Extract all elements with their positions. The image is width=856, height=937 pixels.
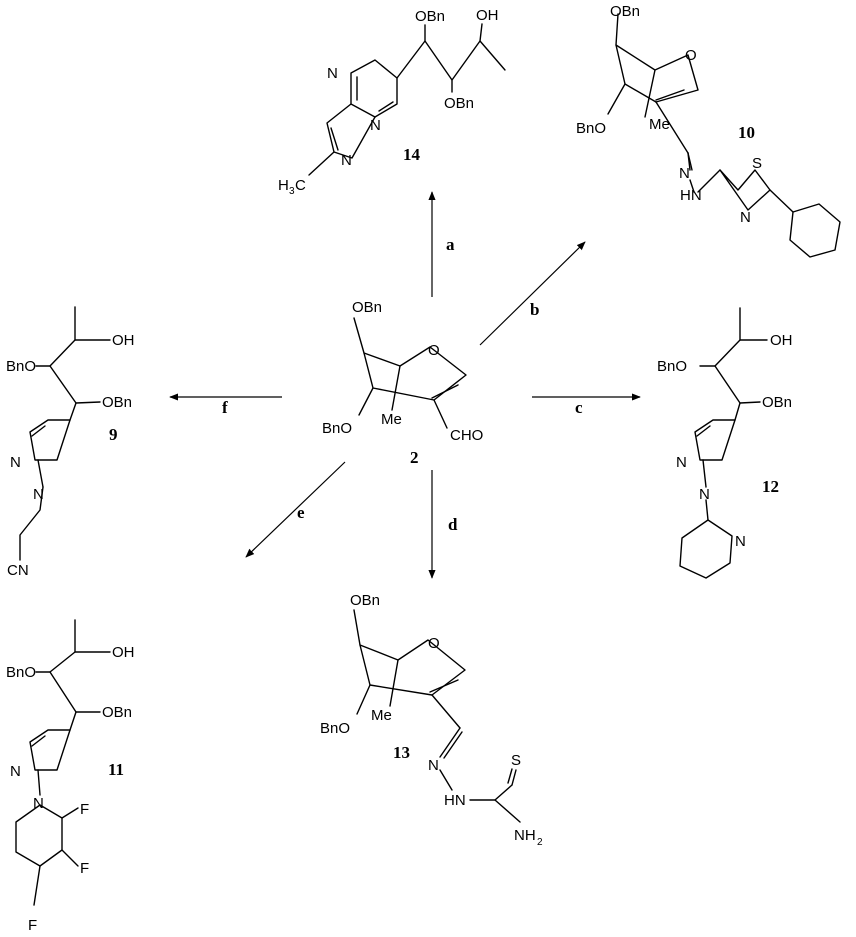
compound-13: OBn BnO O Me N HN S NH 2 13: [320, 592, 543, 848]
amine-nh-label: NH: [514, 827, 536, 844]
step-label-a: a: [446, 235, 455, 254]
compound-number: 13: [393, 743, 410, 762]
obn-label: OBn: [415, 8, 445, 25]
methyl-h-label: H: [278, 177, 289, 194]
nitrogen-label: N: [10, 454, 21, 471]
nitrogen-label: N: [740, 209, 751, 226]
compound-number: 2: [410, 448, 419, 467]
obn-label: OBn: [610, 3, 640, 20]
pyridine-n-label: N: [735, 533, 746, 550]
compound-number: 11: [108, 760, 124, 779]
hydroxyl-label: OH: [112, 332, 135, 349]
arrow-e: [245, 461, 346, 558]
nitrogen-label: N: [33, 486, 44, 503]
compound-number: 12: [762, 477, 779, 496]
nitrogen-label: N: [327, 65, 338, 82]
amine-subscript: 2: [537, 837, 543, 848]
hydroxyl-label: OH: [770, 332, 793, 349]
fluorine-label: F: [28, 917, 37, 934]
ring-oxygen-label: O: [428, 635, 440, 652]
arrow-b: [479, 241, 586, 346]
compound-number: 14: [403, 145, 421, 164]
obn-label: OBn: [444, 95, 474, 112]
fluorine-label: F: [80, 801, 89, 818]
compound-10: OBn BnO O Me N HN S N 10: [576, 3, 841, 258]
bno-label: BnO: [320, 720, 350, 737]
hydrazine-nh-label: HN: [444, 792, 466, 809]
nitrile-label: CN: [7, 562, 29, 579]
step-label-d: d: [448, 515, 458, 534]
compound-14: OBn OH OBn N N N H 3 C 14: [278, 7, 506, 197]
compound-2: OBn BnO O Me CHO 2: [322, 299, 483, 467]
bno-label: BnO: [322, 420, 352, 437]
bno-label: BnO: [657, 358, 687, 375]
hydroxyl-label: OH: [112, 644, 135, 661]
nitrogen-label: N: [699, 486, 710, 503]
nitrogen-label: N: [370, 117, 381, 134]
compound-11: OH BnO OBn N N F F F 11: [6, 619, 135, 934]
step-label-c: c: [575, 398, 583, 417]
obn-label: OBn: [102, 704, 132, 721]
compound-number: 9: [109, 425, 118, 444]
sulfur-label: S: [511, 752, 521, 769]
reaction-arrows: a b c d e f: [169, 191, 641, 579]
hydrazine-nh-label: HN: [680, 187, 702, 204]
nitrogen-label: N: [341, 152, 352, 169]
hydroxyl-label: OH: [476, 7, 499, 24]
methyl-label: Me: [381, 411, 402, 428]
compound-12: OH BnO OBn N N N 12: [657, 307, 793, 579]
obn-label: OBn: [352, 299, 382, 316]
obn-label: OBn: [762, 394, 792, 411]
methyl-label: Me: [649, 116, 670, 133]
ring-oxygen-label: O: [685, 47, 697, 64]
bno-label: BnO: [576, 120, 606, 137]
bno-label: BnO: [6, 358, 36, 375]
obn-label: OBn: [102, 394, 132, 411]
sulfur-label: S: [752, 155, 762, 172]
fluorine-label: F: [80, 860, 89, 877]
compound-9: OH BnO OBn N N CN 9: [6, 306, 135, 579]
nitrogen-label: N: [10, 763, 21, 780]
methyl-c-label: C: [295, 177, 306, 194]
methyl-subscript: 3: [289, 186, 295, 197]
step-label-e: e: [297, 503, 305, 522]
step-label-b: b: [530, 300, 539, 319]
imine-n-label: N: [679, 165, 690, 182]
bno-label: BnO: [6, 664, 36, 681]
methyl-label: Me: [371, 707, 392, 724]
obn-label: OBn: [350, 592, 380, 609]
nitrogen-label: N: [676, 454, 687, 471]
nitrogen-label: N: [33, 795, 44, 812]
step-label-f: f: [222, 398, 228, 417]
compound-number: 10: [738, 123, 755, 142]
ring-oxygen-label: O: [428, 342, 440, 359]
imine-n-label: N: [428, 757, 439, 774]
aldehyde-label: CHO: [450, 427, 483, 444]
